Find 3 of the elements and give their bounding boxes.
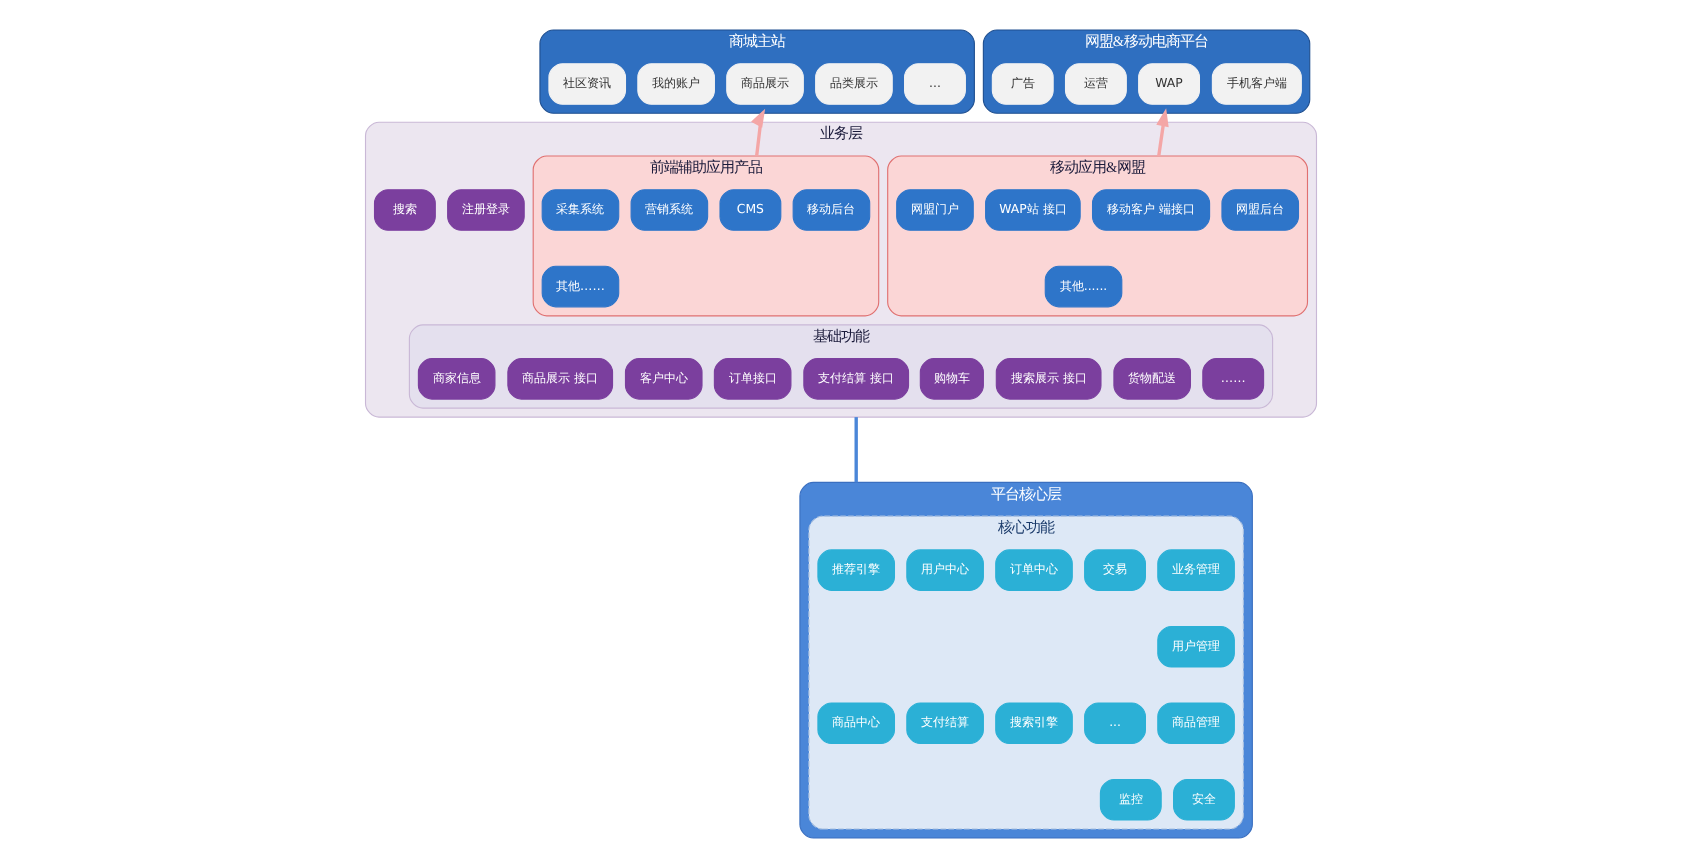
arrow <box>1156 108 1169 157</box>
connector <box>854 417 858 483</box>
arrow <box>751 108 766 157</box>
